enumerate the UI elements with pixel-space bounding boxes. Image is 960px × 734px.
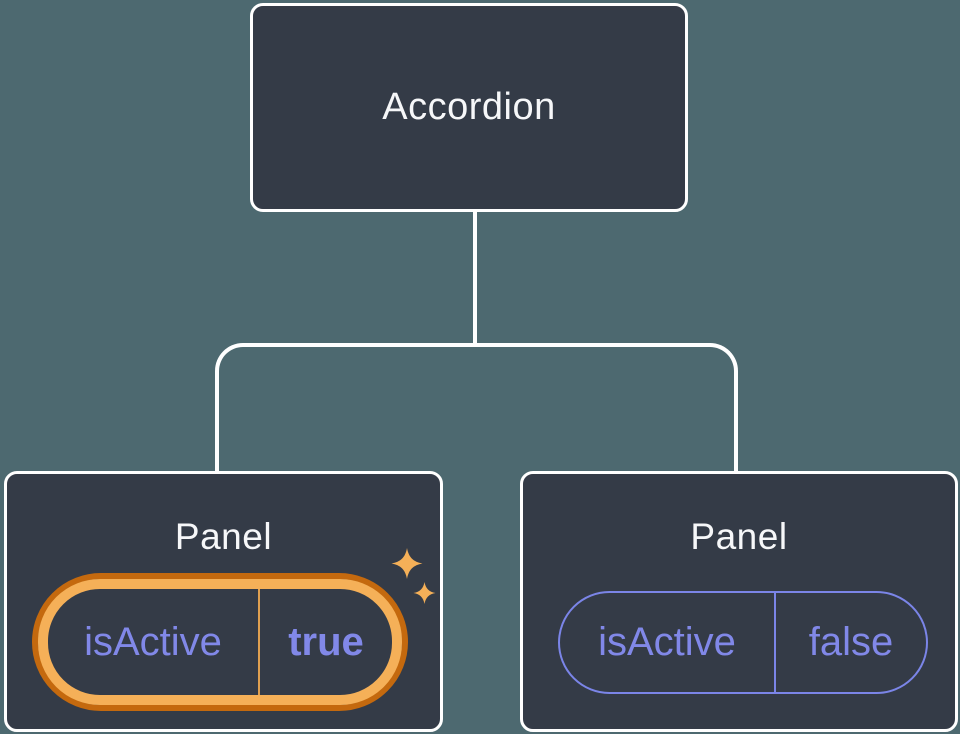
panel-node-inactive: Panel isActive false [520,471,958,732]
connector-bracket-line [215,343,738,471]
state-pill-highlight-ring: isActive true [32,573,408,711]
state-key: isActive [84,619,222,664]
state-value: false [808,620,894,664]
panel-node-active: Panel isActive true [4,471,443,732]
sparkle-icon [391,548,423,579]
state-pill-active: isActive true [38,579,402,705]
pill-divider [258,589,260,695]
state-pill-inactive: isActive false [558,591,928,694]
accordion-node: Accordion [250,3,688,212]
state-key: isActive [598,620,736,664]
pill-divider [774,593,776,692]
accordion-label: Accordion [382,86,556,128]
state-value: true [288,619,364,664]
panel-label: Panel [174,516,273,557]
panel-label: Panel [690,516,788,557]
sparkle-icon [413,582,436,604]
connector-stem-line [473,209,477,345]
